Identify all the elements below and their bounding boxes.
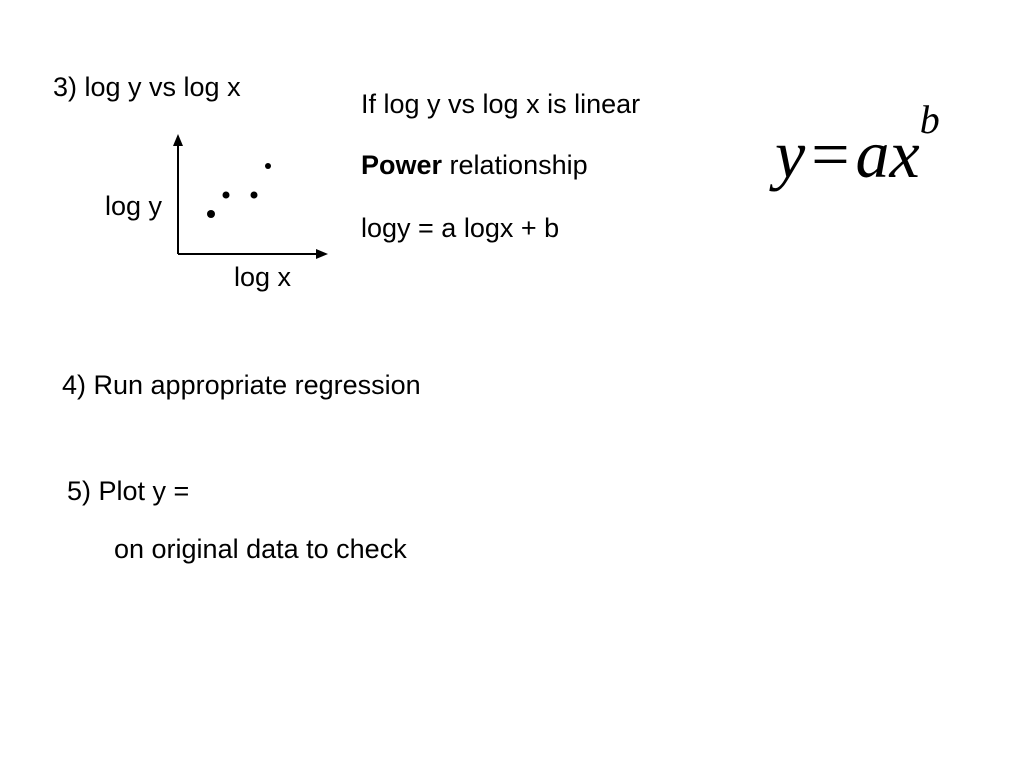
sketch-point: [250, 191, 258, 199]
relationship-line: Power relationship: [361, 152, 588, 179]
sketch-point: [265, 163, 271, 169]
axis-x-label: log x: [234, 262, 292, 292]
y-axis-arrow: [173, 134, 183, 146]
step-5-text: 5) Plot y =: [67, 476, 190, 506]
sketch-point: [207, 210, 215, 218]
sketch-point: [222, 191, 230, 199]
x-axis-arrow: [316, 249, 328, 259]
linearity-condition: If log y vs log x is linear: [361, 89, 641, 119]
log-equation: logy = a logx + b: [361, 213, 560, 243]
formula-rhs: ax: [855, 116, 920, 192]
relationship-bold: Power: [361, 150, 443, 180]
step-4-text: 4) Run appropriate regression: [62, 370, 421, 400]
step-3-heading: 3) log y vs log x: [53, 72, 241, 102]
step-5-continuation: on original data to check: [114, 534, 407, 564]
formula-equals: =: [811, 116, 850, 192]
formula-exponent: b: [919, 97, 940, 142]
sketch-points: [207, 163, 271, 218]
formula-lhs: y: [775, 116, 806, 192]
relationship-rest: relationship: [442, 150, 588, 180]
power-law-formula: y=axb: [775, 100, 940, 189]
axis-y-label: log y: [105, 191, 163, 221]
